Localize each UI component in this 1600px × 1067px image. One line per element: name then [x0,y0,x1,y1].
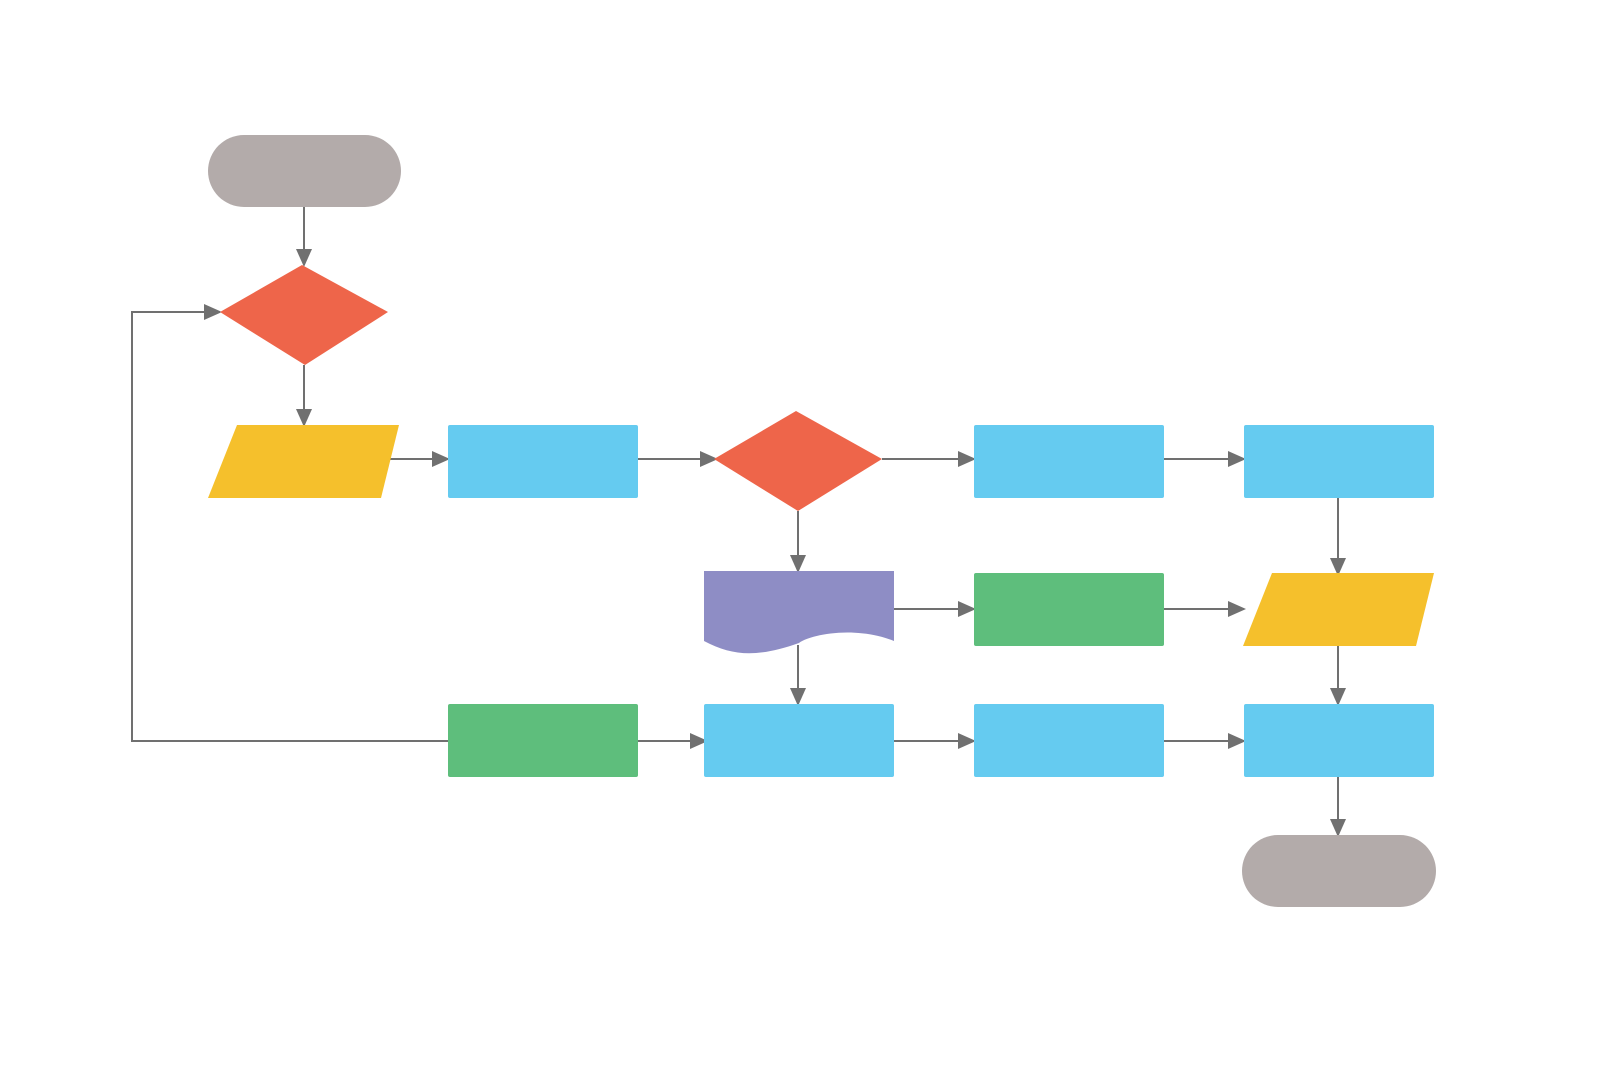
flowchart-node-process-7-rectangle [974,704,1164,777]
flowchart-node-process-2-rectangle [974,425,1164,498]
flowchart-node-document-1-document [704,571,894,654]
connectors-layer [131,207,1346,837]
flowchart-node-decision-2-decision [714,411,882,511]
flowchart-node-process-8-rectangle [1244,704,1434,777]
flowchart-node-process-1-rectangle [448,425,638,498]
flowchart-node-process-6-rectangle [704,704,894,777]
flowchart-node-end-terminator [1242,835,1436,907]
flowchart-node-process-5-rectangle [448,704,638,777]
connector-arrow-process-5-to-decision-1 [131,304,448,742]
flowchart-node-process-4-rectangle [974,573,1164,646]
flowchart-node-decision-1-decision [220,265,388,365]
flowchart-node-start-terminator [208,135,401,207]
flowchart-node-io-2-parallelogram [1243,573,1434,646]
flowchart-node-io-1-parallelogram [208,425,399,498]
flowchart-node-process-3-rectangle [1244,425,1434,498]
nodes-layer [208,135,1436,907]
